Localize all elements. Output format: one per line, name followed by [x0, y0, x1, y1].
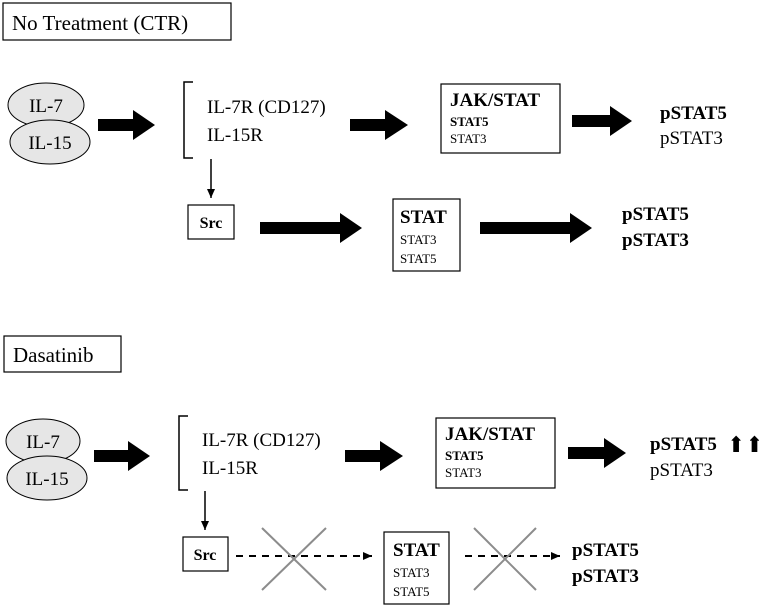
- jak-stat-line1: STAT5: [445, 448, 484, 463]
- jak-out-pstat5: pSTAT5: [660, 103, 727, 124]
- stat-out-pstat3: pSTAT3: [572, 566, 639, 587]
- jak-stat-box: [435, 417, 556, 489]
- il7-label: IL-7: [26, 432, 60, 453]
- il7-label: IL-7: [29, 96, 63, 117]
- il15-label: IL-15: [28, 133, 71, 154]
- src-label: Src: [194, 547, 217, 564]
- receptor-bracket: [178, 415, 188, 491]
- stat-line2: STAT5: [400, 251, 437, 266]
- stat-title: STAT: [400, 207, 447, 228]
- bold-arrow-jak: [572, 106, 632, 136]
- bold-arrow-ligand: [94, 441, 150, 471]
- stat-box: [383, 531, 450, 605]
- il15-ellipse: [6, 455, 88, 501]
- jak-out-pstat3: pSTAT3: [660, 128, 723, 149]
- panel-title: Dasatinib: [13, 343, 93, 367]
- il15-ellipse: [9, 119, 91, 165]
- stat-line1: STAT3: [400, 232, 437, 247]
- bold-arrow-stat: [480, 213, 592, 243]
- receptor-il15r: IL-15R: [207, 125, 263, 146]
- stat-line1: STAT3: [393, 565, 430, 580]
- jak-stat-title: JAK/STAT: [450, 90, 540, 111]
- inhibition-cross-1: [261, 527, 327, 591]
- panel-title: No Treatment (CTR): [12, 11, 188, 35]
- receptor-bracket: [183, 81, 193, 159]
- jak-stat-line1: STAT5: [450, 114, 489, 129]
- receptor-il7r: IL-7R (CD127): [202, 430, 321, 451]
- up-arrows: ⬆⬆: [727, 432, 764, 457]
- panel-title-box: [2, 2, 232, 41]
- panel-dasatinib: Dasatinib IL-7 IL-15 IL-7R (CD127) IL-15…: [3, 335, 764, 605]
- jak-stat-line2: STAT3: [450, 131, 487, 146]
- bold-arrow-receptor: [345, 441, 403, 471]
- bold-arrow-jak: [568, 438, 626, 468]
- bold-arrow-ligand: [98, 110, 155, 140]
- receptor-il15r: IL-15R: [202, 458, 258, 479]
- panel-no-treatment: No Treatment (CTR) IL-7 IL-15 IL-7R (CD1…: [2, 2, 727, 272]
- stat-out-pstat5: pSTAT5: [572, 540, 639, 561]
- jak-out-pstat5: pSTAT5: [650, 434, 717, 455]
- bold-arrow-receptor: [350, 110, 408, 140]
- stat-box: [392, 198, 461, 272]
- bold-arrow-src: [260, 213, 362, 243]
- jak-stat-title: JAK/STAT: [445, 424, 535, 445]
- inhibition-cross-2: [473, 527, 537, 591]
- stat-line2: STAT5: [393, 584, 430, 599]
- receptor-il7r: IL-7R (CD127): [207, 97, 326, 118]
- jak-stat-line2: STAT3: [445, 465, 482, 480]
- il15-label: IL-15: [25, 469, 68, 490]
- src-box: [187, 204, 235, 240]
- panel-title-box: [3, 335, 122, 373]
- stat-out-pstat3: pSTAT3: [622, 230, 689, 251]
- stat-title: STAT: [393, 540, 440, 561]
- jak-out-pstat3: pSTAT3: [650, 460, 713, 481]
- jak-stat-box: [440, 83, 561, 154]
- stat-out-pstat5: pSTAT5: [622, 204, 689, 225]
- src-label: Src: [200, 215, 223, 232]
- src-box: [182, 536, 229, 572]
